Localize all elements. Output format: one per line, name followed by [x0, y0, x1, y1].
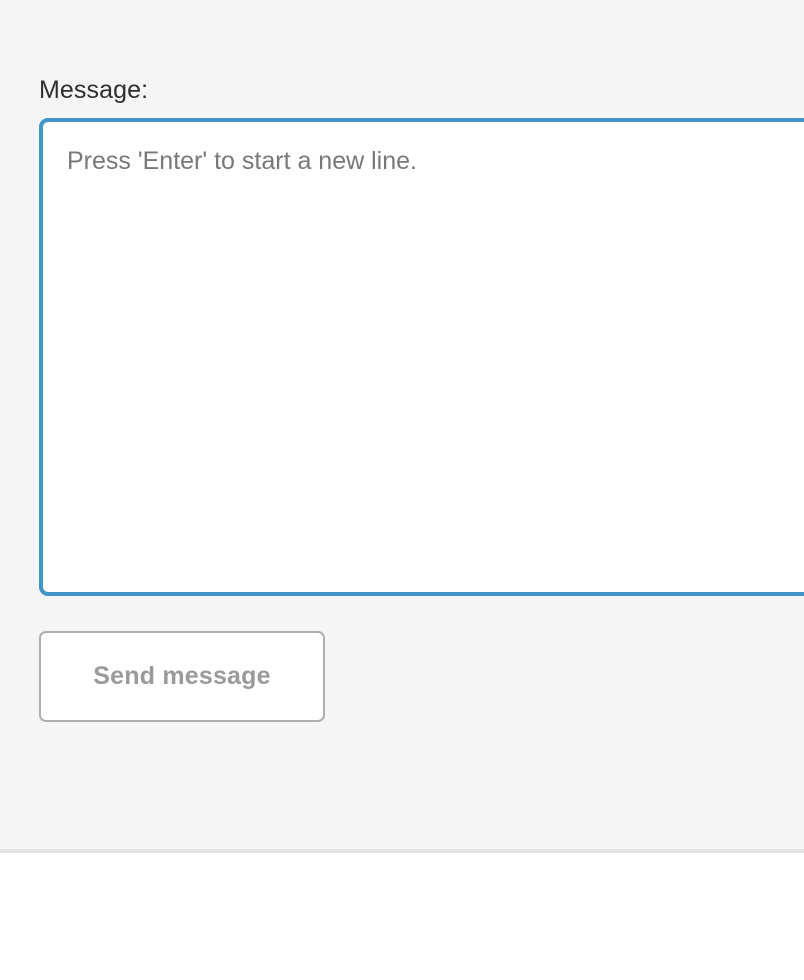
message-input[interactable]	[39, 118, 804, 596]
send-message-button[interactable]: Send message	[39, 631, 325, 722]
message-label: Message:	[39, 76, 149, 104]
send-message-button-label: Send message	[93, 662, 271, 690]
message-compose-panel: Message: Send message	[39, 76, 804, 722]
panel-bottom-divider	[0, 849, 804, 853]
page-body-below-panel	[0, 853, 804, 980]
